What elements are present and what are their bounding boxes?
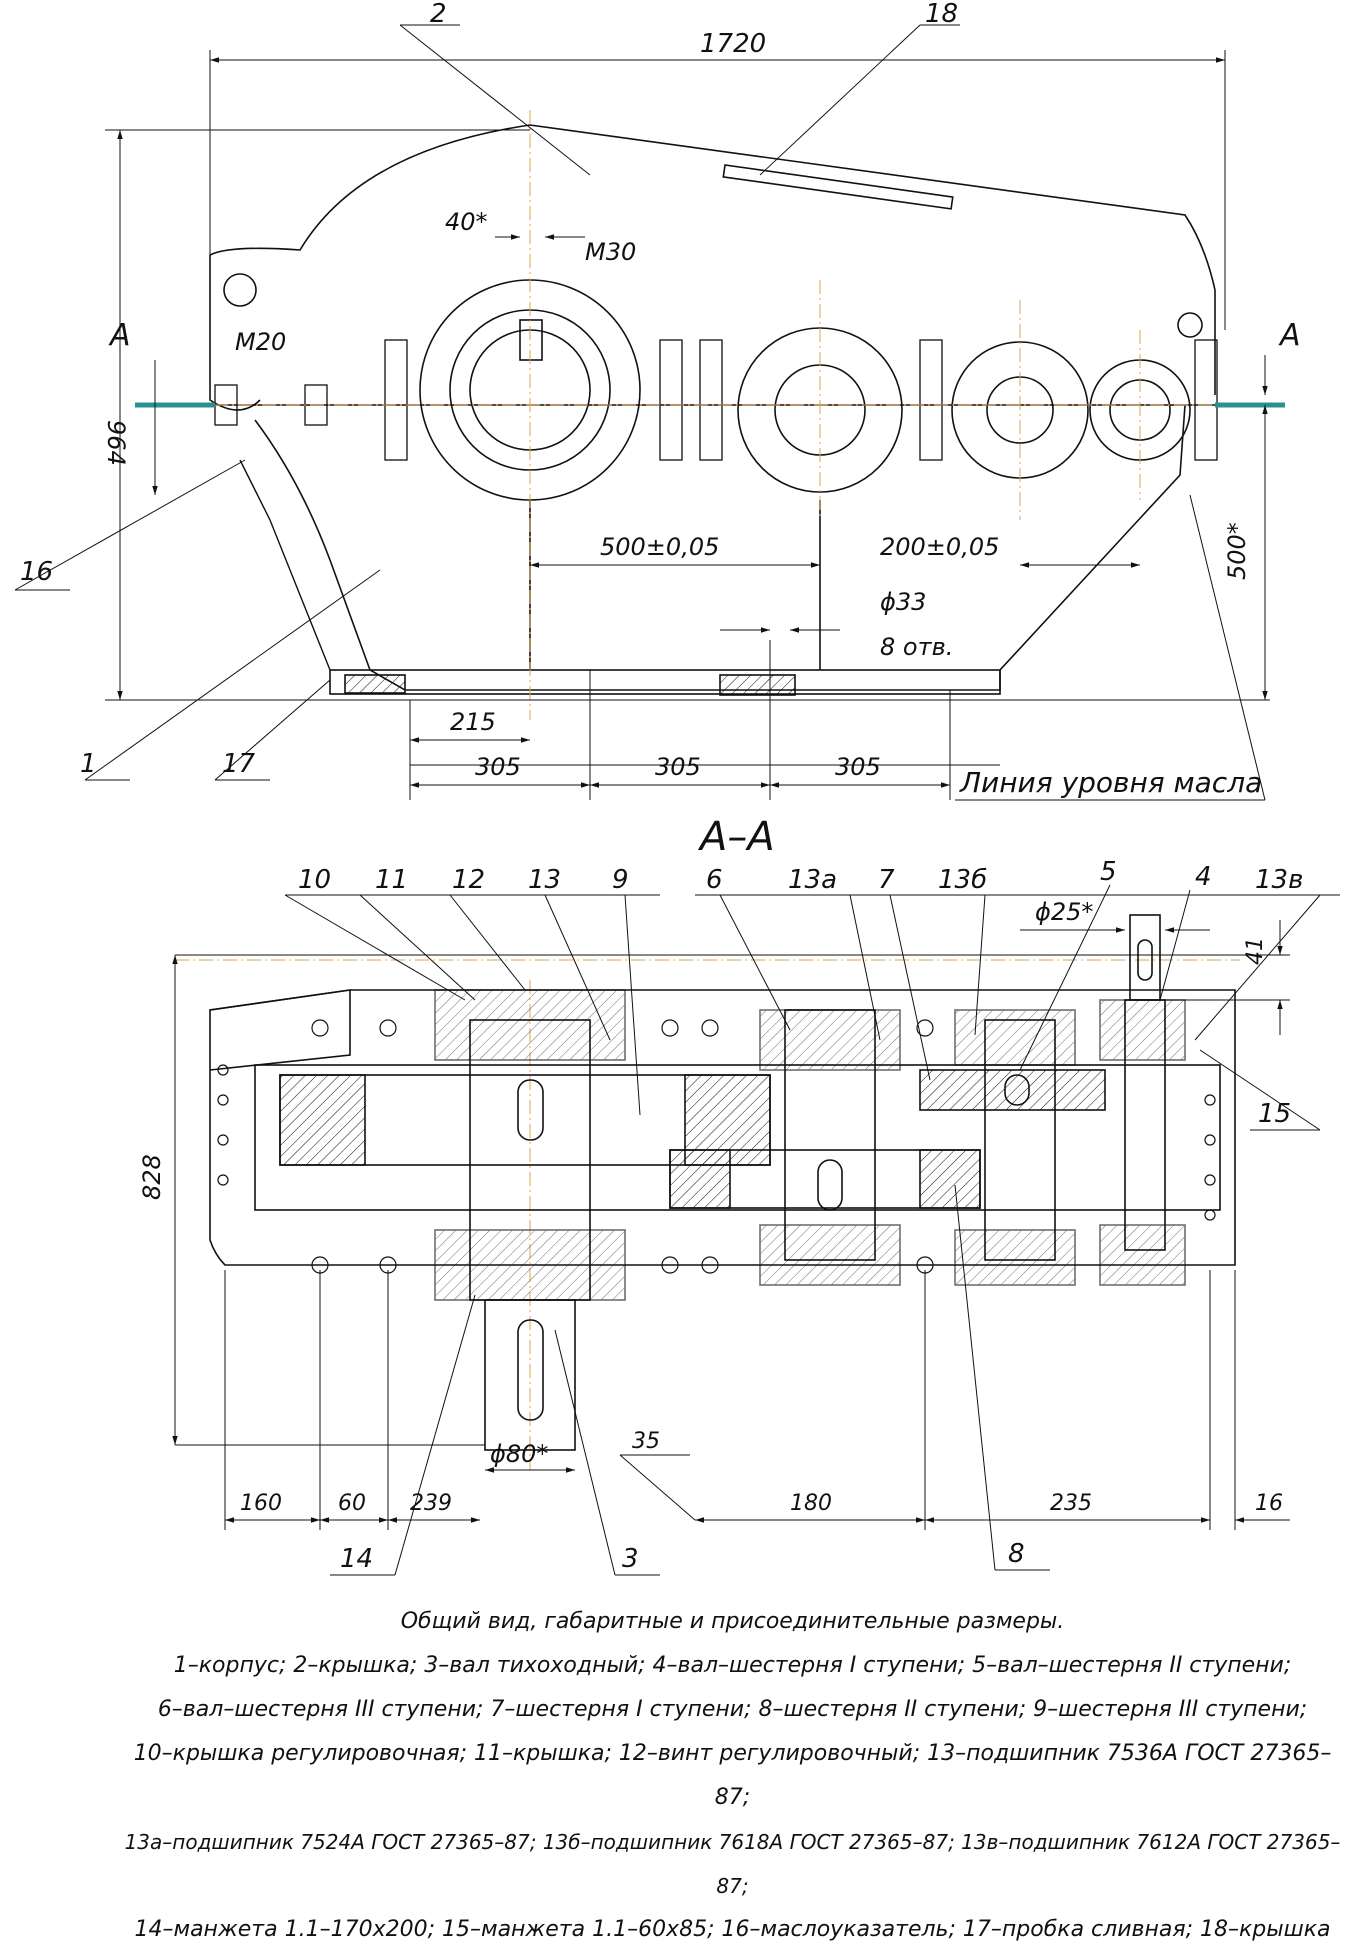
cover-18 xyxy=(722,164,954,210)
keyway-top xyxy=(519,319,543,361)
section-title: A–A xyxy=(697,814,775,860)
hole-left xyxy=(223,273,257,307)
callout-8: 8 xyxy=(1008,1539,1025,1569)
axis-lines xyxy=(175,110,1240,1470)
oil-gauge-bracket xyxy=(239,459,331,671)
leaders-section xyxy=(284,884,1340,1576)
callout-13: 13 xyxy=(528,865,561,895)
dim-180: 180 xyxy=(790,1491,832,1516)
caption-legend-1: 1–корпус; 2–крышка; 3–вал тихоходный; 4–… xyxy=(173,1653,1292,1678)
section-view xyxy=(209,914,1236,1451)
labels-section: 10 11 12 13 9 6 13а 7 13б 5 4 13в ϕ25* 4… xyxy=(138,857,1303,1574)
callout-6: 6 xyxy=(706,865,723,895)
shaft-2-key xyxy=(1004,1074,1030,1106)
callout-13v: 13в xyxy=(1255,865,1303,895)
gear-8-hatch-l xyxy=(669,1149,731,1209)
section-mark-left: A xyxy=(108,318,131,353)
dim-m30: M30 xyxy=(585,238,636,266)
dim-16: 16 xyxy=(1255,1491,1283,1516)
dim-305-a: 305 xyxy=(475,753,521,781)
housing-base xyxy=(254,404,1186,691)
leaders-top xyxy=(14,24,1266,801)
callout-2: 2 xyxy=(430,0,447,29)
callout-15: 15 xyxy=(1258,1099,1291,1129)
dim-m20: M20 xyxy=(235,328,286,356)
gearbox-drawing: 1720 2 18 964 40* M30 M20 A A 500±0,05 2… xyxy=(14,0,1340,1576)
dim-35: 35 xyxy=(632,1429,660,1454)
dim-200: 200±0,05 xyxy=(880,533,999,561)
callout-5: 5 xyxy=(1100,857,1117,887)
gear-8-hatch-r xyxy=(919,1149,981,1209)
dimensions-section xyxy=(172,920,1290,1530)
bolts xyxy=(214,339,1218,461)
section-flange-left xyxy=(209,989,351,1071)
base-plate xyxy=(329,669,1001,695)
inner-wall xyxy=(254,1064,1221,1211)
dim-60: 60 xyxy=(338,1491,366,1516)
dim-phi80: ϕ80* xyxy=(490,1440,548,1468)
callout-10: 10 xyxy=(298,865,331,895)
callout-18: 18 xyxy=(925,0,958,29)
dim-41: 41 xyxy=(1243,937,1268,965)
callout-1: 1 xyxy=(80,749,97,779)
oil-level-label: Линия уровня масла xyxy=(959,766,1262,799)
bearings xyxy=(434,989,1186,1301)
callout-13b: 13б xyxy=(938,865,987,895)
labels-top: 1720 2 18 964 40* M30 M20 A A 500±0,05 2… xyxy=(20,0,1301,799)
callout-3: 3 xyxy=(622,1544,639,1574)
housing-cover xyxy=(209,124,1216,395)
drain-plug-hatch xyxy=(344,674,406,694)
callout-16: 16 xyxy=(20,557,53,587)
dim-hole: ϕ33 xyxy=(880,588,926,616)
front-view xyxy=(209,124,1218,696)
callout-13a: 13а xyxy=(788,865,837,895)
housing-flange-left xyxy=(209,255,261,411)
caption-title: Общий вид, габаритные и присоединительны… xyxy=(400,1609,1065,1634)
gear-9-hatch-l xyxy=(279,1074,366,1166)
dim-500: 500±0,05 xyxy=(600,533,719,561)
dim-hole-count: 8 отв. xyxy=(880,633,953,661)
dim-235: 235 xyxy=(1050,1491,1092,1516)
dim-305-b: 305 xyxy=(655,753,701,781)
dim-305-c: 305 xyxy=(835,753,881,781)
callout-17: 17 xyxy=(222,749,256,779)
callout-9: 9 xyxy=(612,865,629,895)
dim-key: 40* xyxy=(445,208,488,236)
shaft-1-key xyxy=(1137,939,1153,981)
dim-oil-500: 500* xyxy=(1223,522,1251,580)
callout-14: 14 xyxy=(340,1544,373,1574)
hole-right xyxy=(1177,312,1203,338)
caption-block: Общий вид, габаритные и присоединительны… xyxy=(120,1600,1345,1952)
dim-964: 964 xyxy=(102,420,130,466)
callout-12: 12 xyxy=(452,865,485,895)
dim-phi25: ϕ25* xyxy=(1035,898,1093,926)
callout-4: 4 xyxy=(1195,862,1212,892)
callout-11: 11 xyxy=(375,865,408,895)
dim-160: 160 xyxy=(240,1491,282,1516)
dim-828: 828 xyxy=(138,1154,166,1200)
dim-215: 215 xyxy=(450,708,496,736)
keyway-section xyxy=(517,1079,544,1141)
dim-239: 239 xyxy=(410,1491,452,1516)
caption-legend-4: 13а–подшипник 7524А ГОСТ 27365–87; 13б–п… xyxy=(124,1830,1341,1898)
callout-7: 7 xyxy=(878,865,895,895)
shaft-1-end xyxy=(1129,914,1161,1001)
dimensions-top xyxy=(105,50,1270,800)
section-mark-right: A xyxy=(1278,318,1301,353)
caption-legend-5: 14–манжета 1.1–170х200; 15–манжета 1.1–6… xyxy=(134,1917,1331,1942)
section-housing xyxy=(209,989,1236,1266)
foundation-hatch xyxy=(719,674,796,696)
shaft-3-key xyxy=(817,1159,843,1211)
output-keyway xyxy=(517,1319,544,1421)
caption-legend-2: 6–вал–шестерня III ступени; 7–шестерня I… xyxy=(157,1697,1308,1722)
dim-1720: 1720 xyxy=(700,29,766,59)
caption-legend-3: 10–крышка регулировочная; 11–крышка; 12–… xyxy=(133,1741,1332,1810)
